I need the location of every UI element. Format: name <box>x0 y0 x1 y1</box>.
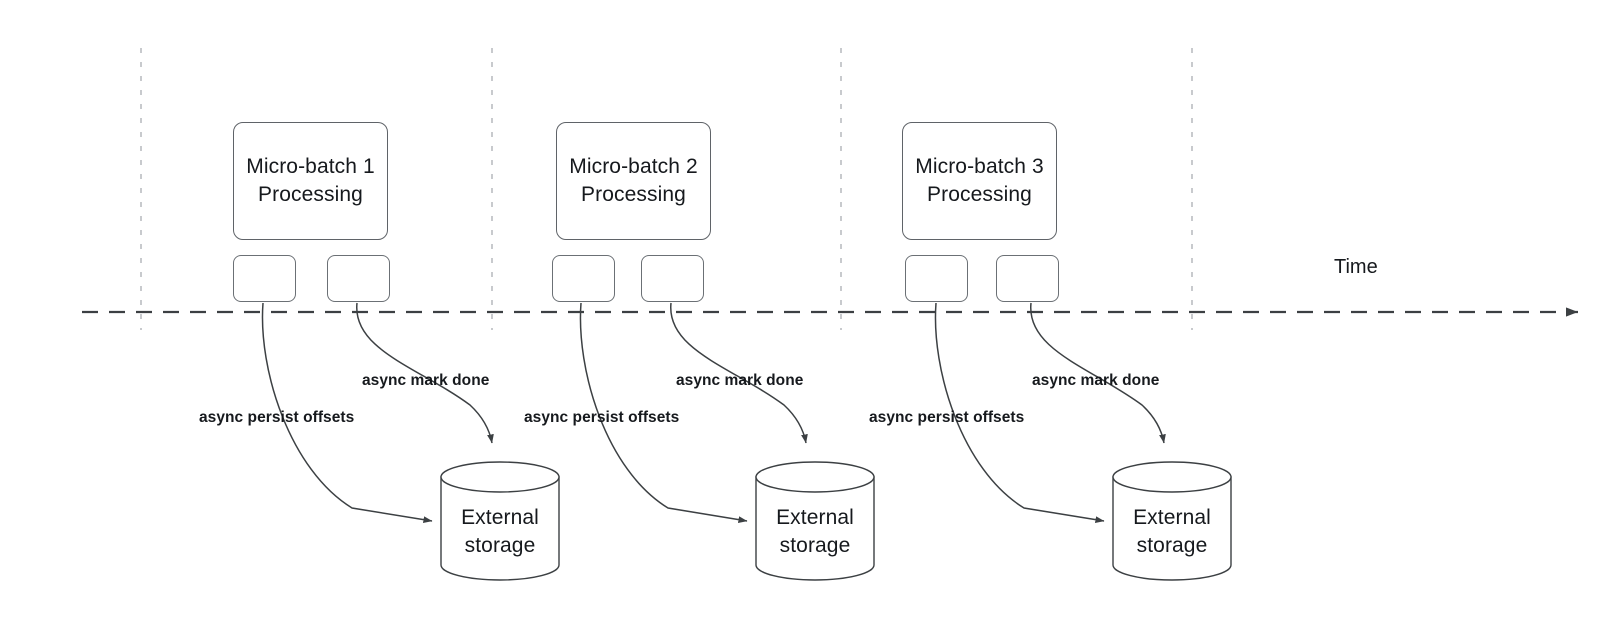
mark-done-task[interactable] <box>327 255 390 302</box>
time-axis-label: Time <box>1334 256 1378 278</box>
micro-batch-process-label: Micro-batch 2 Processing <box>569 153 698 209</box>
micro-batch-process-label: Micro-batch 3 Processing <box>915 153 1044 209</box>
async-persist-offsets-edge <box>579 302 748 523</box>
async-persist-offsets-edge-label: async persist offsets <box>524 409 680 426</box>
micro-batch-process-box[interactable]: Micro-batch 3 Processing <box>902 122 1057 240</box>
divider-group <box>140 48 1193 330</box>
async-mark-done-edge-label: async mark done <box>676 372 804 389</box>
external-storage-cylinder <box>440 461 560 581</box>
cylinder-top <box>1112 461 1232 493</box>
process-label-line-2: Processing <box>927 183 1032 206</box>
async-persist-offsets-edge <box>261 302 433 523</box>
process-label-line-1: Micro-batch 2 <box>569 155 698 179</box>
async-mark-done-edge <box>1030 302 1166 444</box>
mark-done-task[interactable] <box>641 255 704 302</box>
mark-done-task[interactable] <box>996 255 1059 302</box>
cylinder-body <box>1112 476 1232 581</box>
edge-group <box>261 302 1166 523</box>
micro-batch-process-label: Micro-batch 1 Processing <box>246 153 375 209</box>
external-storage-cylinder <box>1112 461 1232 581</box>
async-persist-offsets-edge-label: async persist offsets <box>199 409 355 426</box>
async-mark-done-edge-label: async mark done <box>1032 372 1160 389</box>
micro-batch-process-box[interactable]: Micro-batch 1 Processing <box>233 122 388 240</box>
persist-offsets-task[interactable] <box>233 255 296 302</box>
micro-batch-process-box[interactable]: Micro-batch 2 Processing <box>556 122 711 240</box>
process-label-line-2: Processing <box>581 183 686 206</box>
cylinder-top <box>755 461 875 493</box>
async-mark-done-edge <box>670 302 808 444</box>
async-mark-done-edge-label: async mark done <box>362 372 490 389</box>
cylinder-body <box>755 476 875 581</box>
process-label-line-2: Processing <box>258 183 363 206</box>
async-mark-done-edge <box>356 302 494 444</box>
process-label-line-1: Micro-batch 3 <box>915 155 1044 179</box>
persist-offsets-task[interactable] <box>905 255 968 302</box>
persist-offsets-task[interactable] <box>552 255 615 302</box>
external-storage-cylinder <box>755 461 875 581</box>
async-persist-offsets-edge-label: async persist offsets <box>869 409 1025 426</box>
process-label-line-1: Micro-batch 1 <box>246 155 375 179</box>
async-persist-offsets-edge <box>934 302 1105 523</box>
storage-cylinder-group <box>440 461 1232 581</box>
cylinder-top <box>440 461 560 493</box>
cylinder-body <box>440 476 560 581</box>
